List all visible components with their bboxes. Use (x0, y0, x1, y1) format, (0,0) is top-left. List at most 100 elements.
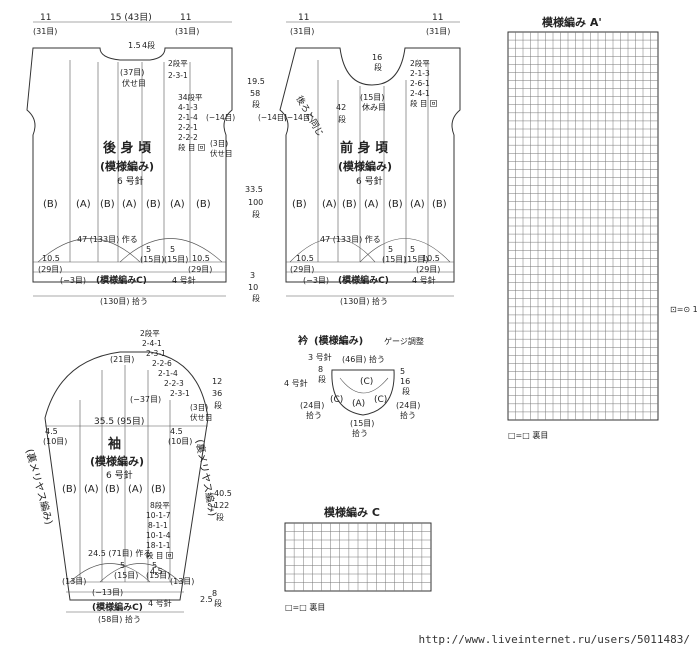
svg-text:(−3目): (−3目) (303, 276, 329, 285)
collar-piece (331, 369, 395, 416)
svg-text:段 目 回: 段 目 回 (146, 550, 173, 560)
svg-text:(−37目): (−37目) (130, 395, 161, 404)
svg-text:(A): (A) (364, 199, 379, 210)
svg-text:(24目): (24目) (396, 401, 420, 410)
svg-text:4-1-3: 4-1-3 (178, 103, 198, 112)
svg-text:休み目: 休み目 (362, 102, 386, 112)
svg-text:10-1-4: 10-1-4 (146, 531, 171, 540)
source-url[interactable]: http://www.liveinternet.ru/users/5011483… (418, 633, 690, 646)
svg-text:ゲージ調整: ゲージ調整 (384, 336, 424, 346)
back-rib-rows: 10 (248, 283, 258, 292)
back-top-width-right: 11 (180, 13, 191, 23)
back-rib-height: 3 (250, 271, 255, 280)
front-neck-height: 42 (336, 103, 346, 112)
svg-text:(15目): (15目) (350, 419, 374, 428)
front-neck-depth: 16 (372, 53, 382, 62)
svg-text:122: 122 (214, 501, 229, 510)
svg-text:2-2-1: 2-2-1 (178, 123, 198, 132)
sleeve-width: 35.5 (95目) (94, 416, 144, 427)
back-side-left: 10.5 (42, 254, 60, 263)
chart-a-legend: □=□ 裏目 (508, 430, 548, 440)
svg-text:(B): (B) (43, 199, 58, 210)
svg-text:5: 5 (170, 245, 175, 254)
svg-text:11: 11 (298, 13, 309, 23)
back-needle: 6 号針 (117, 175, 144, 187)
svg-text:(B): (B) (146, 199, 161, 210)
back-pickup: (130目) 拾う (100, 296, 148, 306)
svg-text:(B): (B) (105, 484, 120, 495)
svg-text:段 目 回: 段 目 回 (178, 142, 205, 152)
back-top-stitches-right: (31目) (175, 27, 199, 36)
sleeve-increases: 8段平 10-1-7 8-1-1 10-1-4 18-1-1 段 目 回 (146, 500, 173, 560)
front-body-piece (279, 47, 461, 283)
svg-text:2-3-1: 2-3-1 (146, 349, 166, 358)
svg-text:(13目): (13目) (170, 577, 194, 586)
front-neck-hold: (15目) (360, 93, 384, 102)
svg-text:段: 段 (402, 386, 410, 396)
svg-text:6 号針: 6 号針 (356, 175, 383, 187)
svg-text:16: 16 (400, 377, 410, 386)
svg-text:2-2-6: 2-2-6 (152, 359, 172, 368)
svg-text:段: 段 (252, 293, 260, 303)
svg-text:(B): (B) (151, 484, 166, 495)
front-columns: (B) (A) (B) (A) (B) (A) (B) (292, 199, 447, 210)
back-subtitle: (模様編み) (100, 159, 154, 173)
svg-text:段: 段 (374, 62, 382, 72)
svg-text:4 号針: 4 号針 (148, 598, 172, 608)
sleeve-piece (44, 351, 209, 601)
back-arm-bindoff: (3目) (210, 139, 228, 148)
svg-text:2-1-4: 2-1-4 (158, 369, 178, 378)
svg-text:4 号針: 4 号針 (412, 275, 436, 285)
back-top-stitches: (31目) (33, 27, 57, 36)
svg-text:(−13目): (−13目) (92, 588, 123, 597)
svg-text:段: 段 (216, 512, 224, 522)
chart-c-title: 模様編み C (324, 505, 380, 519)
svg-text:(31目): (31目) (426, 27, 450, 36)
svg-text:段: 段 (214, 400, 222, 410)
svg-text:(29目): (29目) (290, 265, 314, 274)
back-neck-width: 15 (43目) (110, 12, 152, 23)
front-rib-label: (模様編みC) (338, 274, 389, 286)
svg-text:(模様編み): (模様編み) (338, 159, 392, 173)
svg-text:18-1-1: 18-1-1 (146, 541, 171, 550)
svg-text:(46目) 拾う: (46目) 拾う (342, 354, 385, 364)
sleeve-top-stitches: (21目) (110, 355, 134, 364)
back-bindoff-label: 伏せ目 (122, 78, 146, 88)
svg-text:5: 5 (146, 245, 151, 254)
svg-text:(3目): (3目) (190, 403, 208, 412)
svg-text:(24目): (24目) (300, 401, 324, 410)
sleeve-cap-decreases: 2段平 2-4-1 2-3-1 2-2-6 2-1-4 2-2-3 2-3-1 (140, 328, 190, 398)
svg-text:拾う: 拾う (306, 410, 322, 420)
svg-text:5: 5 (410, 245, 415, 254)
svg-text:(A): (A) (410, 199, 425, 210)
back-body-rows: 100 (248, 198, 263, 207)
chart-a-title: 模様編み A' (542, 15, 602, 29)
svg-text:(B): (B) (196, 199, 211, 210)
svg-text:10.5: 10.5 (422, 254, 440, 263)
chart-c-legend: □=□ 裏目 (285, 602, 325, 612)
svg-text:(31目): (31目) (290, 27, 314, 36)
svg-text:2段平: 2段平 (140, 328, 160, 338)
front-title: 前 身 頃 (340, 140, 389, 156)
back-armhole-dec: (−14目) (206, 113, 235, 122)
sleeve-length: 40.5 (214, 489, 232, 498)
svg-text:2-3-1: 2-3-1 (170, 389, 190, 398)
back-cast-on: 47 (133目) 作る (77, 234, 138, 244)
svg-text:4 号針: 4 号針 (172, 275, 196, 285)
chart-a-side-key: ⊡=⊙ 1 (670, 305, 698, 314)
back-armhole-dec-2: (−14目) (258, 113, 287, 122)
svg-text:8: 8 (318, 365, 323, 374)
svg-text:47 (133目) 作る: 47 (133目) 作る (320, 234, 381, 244)
svg-text:段: 段 (214, 598, 222, 608)
svg-text:(15目): (15目) (140, 255, 164, 264)
back-title: 後 身 頃 (103, 140, 152, 156)
svg-text:(B): (B) (432, 199, 447, 210)
sleeve-rib-label: (模様編みC) (92, 601, 143, 613)
sleeve-pickup: (58目) 拾う (98, 614, 141, 624)
svg-text:(15目): (15目) (164, 255, 188, 264)
back-columns: (B) (A) (B) (A) (B) (A) (B) (43, 199, 211, 210)
back-arm-height: 19.5 (247, 77, 265, 86)
svg-text:(130目) 拾う: (130目) 拾う (340, 296, 388, 306)
back-arm-bindoff-label: 伏せ目 (210, 148, 233, 158)
